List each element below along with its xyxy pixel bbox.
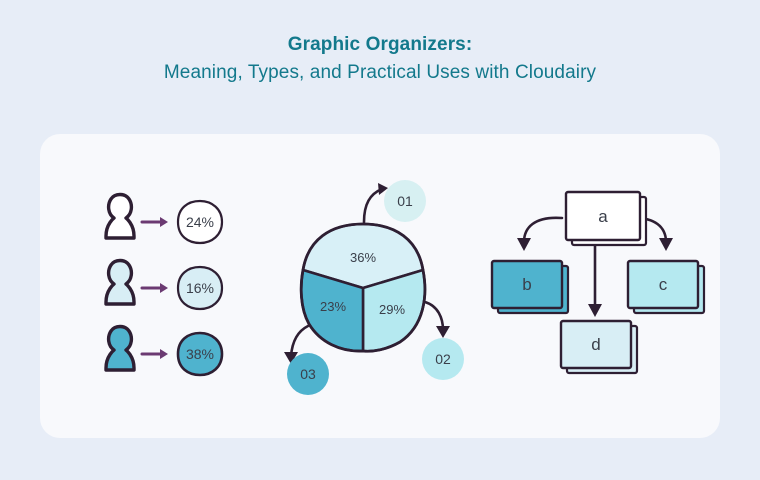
page-title: Graphic Organizers: Meaning, Types, and … <box>0 32 760 88</box>
curved-arrow-icon <box>423 300 445 332</box>
flow-node-label-b: b <box>522 275 531 294</box>
percentage-value: 16% <box>186 280 214 296</box>
pie-callout-01: 01 <box>362 180 426 224</box>
percentage-bubble <box>176 265 224 311</box>
person-icon <box>104 258 136 306</box>
flow-node-label-a: a <box>598 207 608 226</box>
flow-edges <box>517 216 673 317</box>
callout-bubble-01 <box>384 180 426 222</box>
percentage-value: 38% <box>186 346 214 362</box>
callout-bubble-03 <box>287 353 329 395</box>
flow-node-b[interactable]: b <box>490 259 570 315</box>
page-title-line-2: Meaning, Types, and Practical Uses with … <box>163 62 597 83</box>
callout-label-01: 01 <box>397 193 413 209</box>
pie-label-23: 23% <box>320 299 346 314</box>
arrow-right-icon <box>140 217 168 227</box>
people-percentage-chart: 24% 16% 38% <box>78 180 238 385</box>
pie-chart: 36% 29% 23% <box>299 222 427 353</box>
person-icon <box>104 192 136 240</box>
flow-node-label-c: c <box>659 275 668 294</box>
pie-chart-figure: 36% 29% 23% 01 02 <box>278 178 478 395</box>
arrow-right-icon <box>140 283 168 293</box>
flow-node-d[interactable]: d <box>559 319 639 375</box>
callout-bubble-02 <box>422 338 464 380</box>
pie-label-29: 29% <box>379 302 405 317</box>
node-card-a <box>564 190 642 242</box>
callout-label-03: 03 <box>300 366 316 382</box>
node-card-b <box>490 259 564 310</box>
node-card-c <box>626 259 700 310</box>
flow-node-a[interactable]: a <box>564 190 648 247</box>
percentage-value: 24% <box>186 214 214 230</box>
percentage-bubble <box>176 331 224 377</box>
flow-node-c[interactable]: c <box>626 259 706 315</box>
callout-label-02: 02 <box>435 351 451 367</box>
pie-label-36: 36% <box>350 250 376 265</box>
hierarchy-flowchart: a b c d <box>488 186 706 382</box>
people-row-3: 38% <box>104 324 224 377</box>
people-row-2: 16% <box>104 258 224 311</box>
pie-callout-03: 03 <box>284 324 329 395</box>
page-title-line-1: Graphic Organizers: <box>287 34 473 55</box>
person-icon <box>104 324 136 372</box>
node-card-d <box>559 319 633 370</box>
percentage-bubble <box>176 199 224 245</box>
arrow-right-icon <box>140 349 168 359</box>
people-row-1: 24% <box>104 192 224 245</box>
curved-arrow-icon <box>289 324 310 358</box>
flow-node-label-d: d <box>591 335 600 354</box>
pie-callout-02: 02 <box>422 300 464 380</box>
